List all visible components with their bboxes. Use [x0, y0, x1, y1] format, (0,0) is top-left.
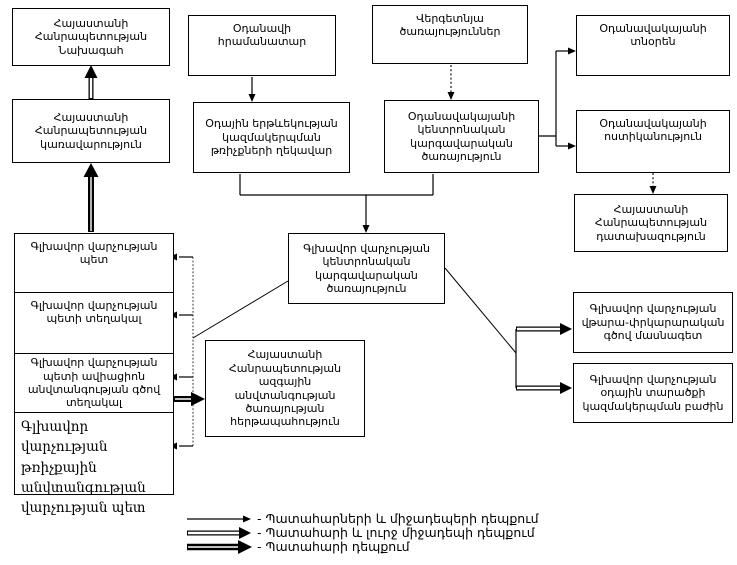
box-nss-duty: Հայաստանի Հանրապետության ազգային անվտանգ… [205, 340, 365, 437]
box-airport-police: Օդանավակայանի ոստիկանություն [576, 110, 730, 173]
box-government-label: Հայաստանի Հանրապետության կառավարություն [34, 110, 148, 151]
connector-atc-and-dispatch-to-central-dispatch [239, 174, 434, 233]
box-gd-airspace-division: Գլխավոր վարչության օդային տարածքի կազմակ… [573, 363, 733, 423]
connector-central-dispatch-to-right-branch [444, 267, 517, 388]
box-airport-central-dispatch-label: Օդանավակայանի կենտրոնական կարգավարական ծ… [407, 109, 516, 163]
box-aircraft-commander: Օդանավի հրամանատար [188, 15, 336, 76]
legend-item-accident-and-serious-incident-label: - Պատահարի և լուրջ միջադեպի դեպքում [257, 525, 535, 540]
box-ground-services: Վերգետնյա ծառայություններ [372, 5, 528, 64]
box-aircraft-commander-label: Օդանավի հրամանատար [217, 22, 307, 49]
box-gd-rescue-specialist: Գլխավոր վարչության վթարա-փրկարարական գծո… [573, 292, 733, 353]
box-gd-chief-label: Գլխավոր վարչության պետ [30, 240, 158, 267]
box-president: Հայաստանի Հանրապետության Նախագահ [12, 8, 170, 66]
arrow-to-airspace-division [516, 382, 572, 394]
box-atc-flights-director-label: Օդային երթևեկության կազմակերպման թռիչքնե… [205, 117, 338, 158]
box-gd-aviation-security-deputy-label: Գլխավոր վարչության պետի ավիացիոն անվտանգ… [27, 356, 161, 410]
box-airport-director: Օդանավակայանի տնօրեն [576, 15, 730, 76]
legend-item-accident-and-serious-incident: - Պատահարի և լուրջ միջադեպի դեպքում [257, 526, 535, 540]
box-gd-deputy-label: Գլխավոր վարչության պետի տեղակալ [30, 299, 158, 326]
arrow-chief-to-government [83, 163, 99, 232]
box-gd-central-dispatch: Գլխավոր վարչության կենտրոնական կարգավարա… [288, 233, 445, 304]
legend-item-accidents-and-incidents-label: - Պատահարների և միջադեպերի դեպքում [257, 511, 539, 526]
legend-thick-arrow-icon [187, 540, 252, 554]
legend-double-arrow-icon [187, 527, 251, 539]
arrow-to-rescue-specialist [516, 323, 572, 335]
arrow-police-to-prosecutor [649, 173, 657, 194]
legend-item-accidents-and-incidents: - Պատահարների և միջադեպերի դեպքում [257, 512, 539, 526]
box-gd-deputy: Գլխավոր վարչության պետի տեղակալ [14, 292, 174, 354]
box-gd-aviation-security-deputy: Գլխավոր վարչության պետի ավիացիոն անվտանգ… [14, 353, 174, 413]
box-atc-flights-director: Օդային երթևեկության կազմակերպման թռիչքնե… [193, 102, 350, 173]
arrow-aviation-security-deputy-to-nss-duty [174, 392, 205, 406]
box-gd-rescue-specialist-label: Գլխավոր վարչության վթարա-փրկարարական գծո… [581, 302, 725, 343]
box-president-label: Հայաստանի Հանրապետության Նախագահ [34, 16, 148, 57]
legend-thin-arrow-icon [187, 515, 251, 523]
legend-item-accident: - Պատահարի դեպքում [257, 540, 410, 554]
arrow-government-to-president [84, 65, 98, 99]
box-ground-services-label: Վերգետնյա ծառայություններ [399, 12, 501, 39]
box-gd-chief: Գլխավոր վարչության պետ [14, 233, 174, 293]
box-airport-central-dispatch: Օդանավակայանի կենտրոնական կարգավարական ծ… [384, 100, 539, 173]
box-airport-director-label: Օդանավակայանի տնօրեն [599, 22, 707, 49]
box-gd-central-dispatch-label: Գլխավոր վարչության կենտրոնական կարգավարա… [303, 241, 430, 295]
box-airport-police-label: Օդանավակայանի ոստիկանություն [599, 117, 707, 144]
arrow-ground-services-to-airport-dispatch [447, 65, 455, 100]
box-gd-flight-safety-chief-label: Գլխավոր վարչության թռիչքային անվտանգությ… [21, 419, 146, 516]
box-prosecutor: Հայաստանի Հանրապետության դատախազություն [574, 194, 728, 252]
connector-dispatch-to-director-and-police [539, 47, 576, 150]
legend-item-accident-label: - Պատահարի դեպքում [257, 539, 410, 554]
arrow-commander-to-atc-director [248, 77, 256, 102]
box-gd-flight-safety-chief: Գլխավոր վարչության թռիչքային անվտանգությ… [14, 412, 174, 516]
box-nss-duty-label: Հայաստանի Հանրապետության ազգային անվտանգ… [228, 348, 342, 429]
box-government: Հայաստանի Հանրապետության կառավարություն [12, 99, 170, 163]
box-gd-airspace-division-label: Գլխավոր վարչության օդային տարածքի կազմակ… [582, 372, 724, 413]
box-prosecutor-label: Հայաստանի Հանրապետության դատախազություն [594, 202, 708, 243]
